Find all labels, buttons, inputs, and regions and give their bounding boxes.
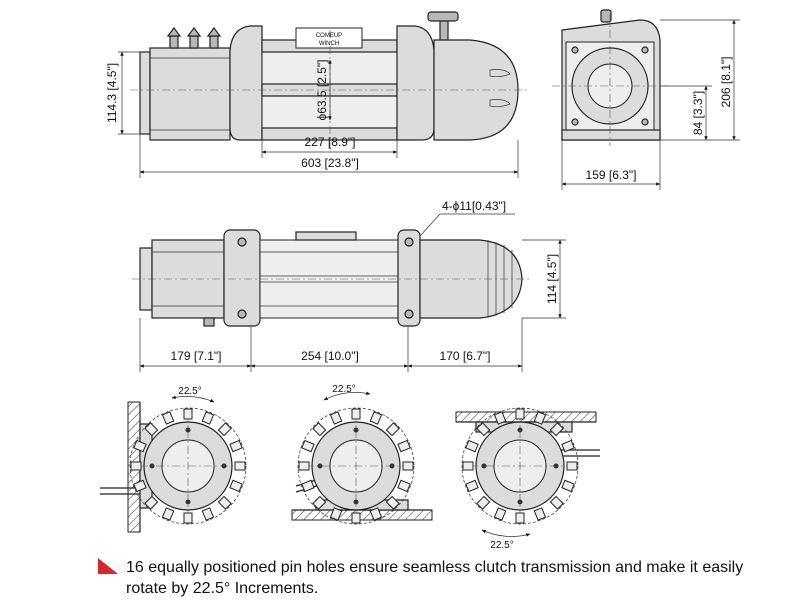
pin-hole-slot bbox=[183, 408, 193, 420]
caption-text: 16 equally positioned pin holes ensure s… bbox=[126, 559, 744, 597]
dim-end-width: 159 [6.3"] bbox=[586, 168, 637, 182]
bolt-hole bbox=[185, 427, 191, 433]
brand-line-1: COMEUP bbox=[316, 33, 342, 39]
pin-hole-slot bbox=[329, 411, 343, 425]
pin-hole-slot bbox=[312, 495, 327, 510]
top-view bbox=[132, 229, 530, 327]
dim-end-height: 206 [8.1"] bbox=[719, 57, 733, 108]
dim-motor-segment: 179 [7.1"] bbox=[171, 349, 222, 363]
angle-label-2: 22.5° bbox=[332, 384, 355, 395]
bolt-hole bbox=[481, 463, 487, 469]
pin-hole-slot bbox=[229, 479, 243, 493]
pin-hole-slot bbox=[217, 495, 232, 510]
pin-hole-slot bbox=[351, 512, 361, 524]
pin-holes bbox=[462, 408, 578, 524]
dim-end-mount-height: 84 [3.3"] bbox=[691, 91, 705, 135]
pin-hole-slot bbox=[369, 507, 383, 521]
top-view-dimensions: 4-ϕ11[0.43"] 114 [4.5"] 179 [7.1"] 254 [… bbox=[139, 199, 566, 372]
pin-hole-slot bbox=[402, 461, 414, 471]
dim-gear-segment: 170 [6.7"] bbox=[440, 349, 491, 363]
pin-hole-slot bbox=[298, 461, 310, 471]
pin-hole-slot bbox=[369, 411, 383, 425]
dim-top-height: 114 [4.5"] bbox=[545, 254, 559, 304]
pin-hole-slot bbox=[397, 479, 411, 493]
pin-hole-slot bbox=[549, 422, 564, 437]
pin-hole-slot bbox=[561, 479, 575, 493]
pin-hole-slot bbox=[301, 439, 315, 453]
caption-marker-icon bbox=[98, 558, 118, 574]
bolt-hole bbox=[185, 499, 191, 505]
angle-label-1: 22.5° bbox=[178, 386, 201, 397]
rotation-detail-floor: 22.5° bbox=[291, 384, 433, 525]
pin-hole-slot bbox=[476, 422, 491, 437]
bolt-hole bbox=[353, 427, 359, 433]
pin-hole-slot bbox=[465, 439, 479, 453]
bolt-hole bbox=[149, 463, 155, 469]
pin-hole-slot bbox=[217, 422, 232, 437]
pin-hole-slot bbox=[397, 439, 411, 453]
pin-hole-slot bbox=[183, 512, 193, 524]
clutch-handle bbox=[427, 11, 459, 43]
pin-hole-slot bbox=[515, 512, 525, 524]
rotation-detail-wall: 22.5° bbox=[100, 386, 247, 533]
bolt-hole bbox=[517, 499, 523, 505]
bolt-hole bbox=[317, 463, 323, 469]
pin-hole-slot bbox=[144, 495, 159, 510]
bolt-hole bbox=[221, 463, 227, 469]
pin-hole-slot bbox=[312, 422, 327, 437]
pin-hole-slot bbox=[561, 439, 575, 453]
pin-hole-slot bbox=[385, 422, 400, 437]
pin-hole-slot bbox=[329, 507, 343, 521]
pin-hole-slot bbox=[515, 408, 525, 420]
pin-holes bbox=[130, 408, 246, 524]
pin-hole-slot bbox=[201, 507, 215, 521]
dim-drum-length: 227 [8.9"] bbox=[305, 135, 356, 149]
brand-line-2: WINCH bbox=[319, 41, 339, 47]
pin-hole-slot bbox=[133, 439, 147, 453]
pin-hole-slot bbox=[465, 479, 479, 493]
pin-hole-slot bbox=[476, 495, 491, 510]
pin-hole-slot bbox=[493, 411, 507, 425]
bolt-hole bbox=[389, 463, 395, 469]
end-view bbox=[552, 9, 668, 146]
pin-hole-slot bbox=[533, 411, 547, 425]
pin-hole-slot bbox=[549, 495, 564, 510]
pin-hole-slot bbox=[234, 461, 246, 471]
pin-hole-slot bbox=[533, 507, 547, 521]
pin-hole-slot bbox=[229, 439, 243, 453]
bolt-hole bbox=[553, 463, 559, 469]
pin-hole-slot bbox=[493, 507, 507, 521]
dim-overall-length: 603 [23.8"] bbox=[301, 156, 359, 170]
bolt-hole bbox=[353, 499, 359, 505]
pin-holes bbox=[298, 408, 414, 524]
dim-drum-diameter: ϕ63.5 [2.5"] bbox=[315, 59, 329, 120]
pin-hole-slot bbox=[144, 422, 159, 437]
dim-drum-segment: 254 [10.0"] bbox=[301, 349, 359, 363]
rotation-detail-ceiling: 22.5° bbox=[455, 407, 600, 551]
angle-label-3: 22.5° bbox=[490, 540, 513, 551]
pin-hole-slot bbox=[462, 461, 474, 471]
side-view-dimensions: 114.3 [4.5"] ϕ63.5 [2.5"] 227 [8.9"] 603… bbox=[105, 51, 519, 178]
pin-hole-slot bbox=[385, 495, 400, 510]
pin-hole-slot bbox=[161, 411, 175, 425]
pin-hole-slot bbox=[161, 507, 175, 521]
terminal-posts bbox=[166, 27, 222, 49]
dim-side-height: 114.3 [4.5"] bbox=[105, 63, 119, 123]
dim-mount-holes: 4-ϕ11[0.43"] bbox=[442, 199, 506, 213]
pin-hole-slot bbox=[566, 461, 578, 471]
brand-plate: COMEUP WINCH bbox=[295, 27, 363, 49]
pin-hole-slot bbox=[130, 461, 142, 471]
pin-hole-slot bbox=[301, 479, 315, 493]
pin-hole-slot bbox=[133, 479, 147, 493]
end-view-dimensions: 206 [8.1"] 84 [3.3"] 159 [6.3"] bbox=[561, 19, 740, 190]
pin-hole-slot bbox=[201, 411, 215, 425]
bolt-hole bbox=[517, 427, 523, 433]
pin-hole-slot bbox=[351, 408, 361, 420]
